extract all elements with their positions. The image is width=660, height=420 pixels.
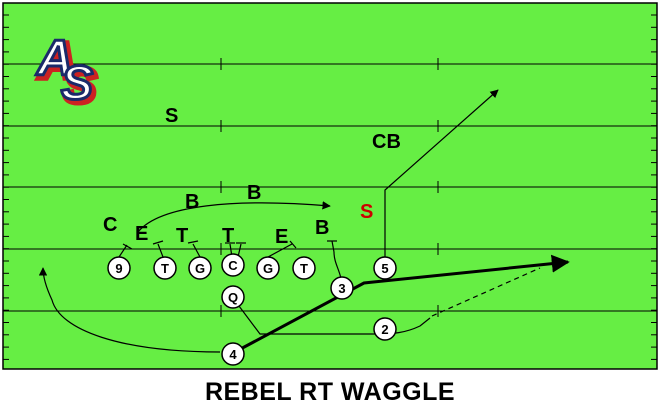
play-title: REBEL RT WAGGLE xyxy=(204,378,456,406)
team-logo: A A S S xyxy=(34,29,100,117)
svg-text:3: 3 xyxy=(338,281,345,296)
logo-letter-a: A xyxy=(35,30,73,86)
defender-corner-left: C xyxy=(103,214,117,236)
defense: C E T T E B B B S S CB xyxy=(103,105,401,248)
svg-text:5: 5 xyxy=(381,261,388,276)
player-wingback: 3 xyxy=(330,276,354,300)
player-split-end: 9 xyxy=(107,256,131,280)
svg-text:T: T xyxy=(300,261,308,276)
player-tackle-right: T xyxy=(292,256,316,280)
routes xyxy=(38,89,570,355)
route-halfback-swing xyxy=(38,267,221,353)
hash-marks xyxy=(220,58,439,317)
svg-text:9: 9 xyxy=(115,261,122,276)
player-center: C xyxy=(221,253,245,277)
defender-outside-backer: B xyxy=(315,217,329,239)
logo-letter-s-shadow: S xyxy=(64,60,96,113)
svg-text:G: G xyxy=(195,261,205,276)
defender-strong-safety: S xyxy=(360,201,373,223)
svg-text:2: 2 xyxy=(381,322,388,337)
svg-text:4: 4 xyxy=(229,347,237,362)
player-tackle-left: T xyxy=(153,256,177,280)
player-guard-left: G xyxy=(188,256,212,280)
logo-letter-a-shadow: A xyxy=(38,33,76,89)
svg-text:T: T xyxy=(161,261,169,276)
football-field: A A S S C E T xyxy=(2,2,658,370)
yard-lines xyxy=(3,63,657,312)
player-fullback: 4 xyxy=(221,342,245,366)
field-turf xyxy=(2,2,658,370)
defender-tackle-left: T xyxy=(176,225,188,247)
svg-text:C: C xyxy=(228,258,238,273)
defender-linebacker-1: B xyxy=(185,191,199,213)
route-flat-dashed xyxy=(431,267,541,317)
route-linebacker-drop xyxy=(137,201,331,233)
route-fullback-boot xyxy=(232,254,570,355)
defender-deep-safety: S xyxy=(165,105,178,127)
offense: 9 T G C G T 5 xyxy=(107,253,397,366)
player-halfback: 2 xyxy=(373,317,397,341)
defender-end-right: E xyxy=(275,226,288,248)
logo-letter-s: S xyxy=(61,57,93,110)
player-flanker: 5 xyxy=(373,256,397,280)
player-quarterback: Q xyxy=(221,285,245,309)
defender-end-left: E xyxy=(135,223,148,245)
defender-linebacker-2: B xyxy=(247,182,261,204)
defender-cornerback: CB xyxy=(372,131,401,153)
player-guard-right: G xyxy=(256,256,280,280)
sideline-ticks xyxy=(3,14,657,360)
defender-tackle-right: T xyxy=(222,225,234,247)
svg-text:Q: Q xyxy=(228,290,238,305)
svg-text:G: G xyxy=(263,261,273,276)
route-flanker-post xyxy=(384,89,499,258)
